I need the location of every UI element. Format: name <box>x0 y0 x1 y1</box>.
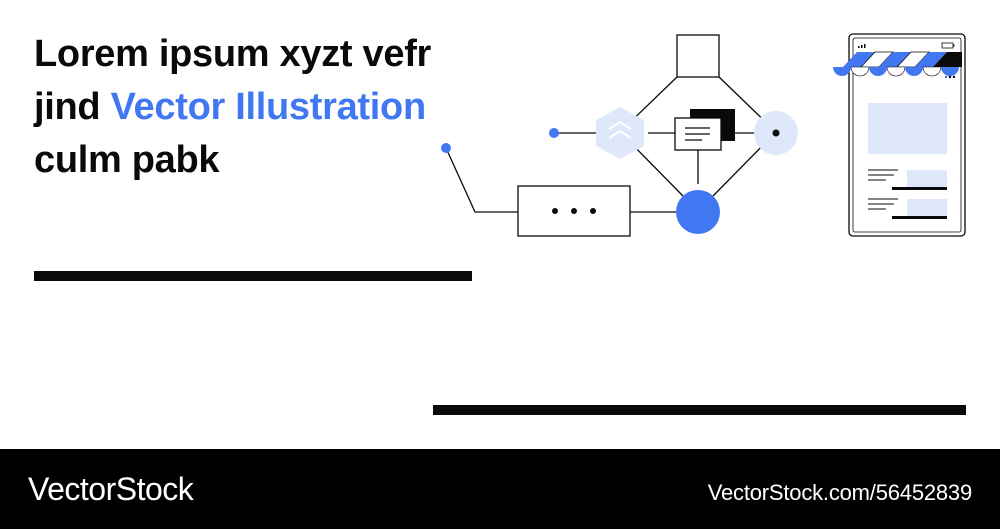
headline-part-2: culm pabk <box>34 139 220 181</box>
divider-bar-right <box>433 405 966 415</box>
ellipsis-box-icon <box>517 185 631 237</box>
divider-bar-left <box>34 271 472 281</box>
square-node <box>676 34 720 78</box>
product-row <box>868 198 947 219</box>
network-illustration <box>441 33 966 237</box>
brand-logo: VectorStock <box>28 471 194 507</box>
battery-icon <box>941 42 955 49</box>
hub-node <box>676 190 720 234</box>
endpoint-dot <box>549 128 559 138</box>
image-reference: VectorStock.com/56452839 <box>707 480 972 505</box>
signal-icon <box>858 44 866 48</box>
dot-circle-icon <box>754 111 798 155</box>
headline-part-1: Lorem ipsum xyzt vefr jind <box>34 33 432 128</box>
document-stack-icon <box>674 109 735 151</box>
footer-bar: VectorStock VectorStock.com/56452839 <box>0 449 1000 529</box>
headline: Lorem ipsum xyzt vefr jind Vector Illust… <box>34 28 434 187</box>
mobile-shop-icon <box>833 33 966 237</box>
headline-accent: Vector Illustration <box>110 86 427 128</box>
awning-icon <box>833 51 962 77</box>
endpoint-dot <box>441 143 451 153</box>
banner-block <box>868 103 947 154</box>
hexagon-chevrons-icon <box>596 107 644 159</box>
product-row <box>868 169 947 190</box>
menu-dots <box>944 75 956 79</box>
